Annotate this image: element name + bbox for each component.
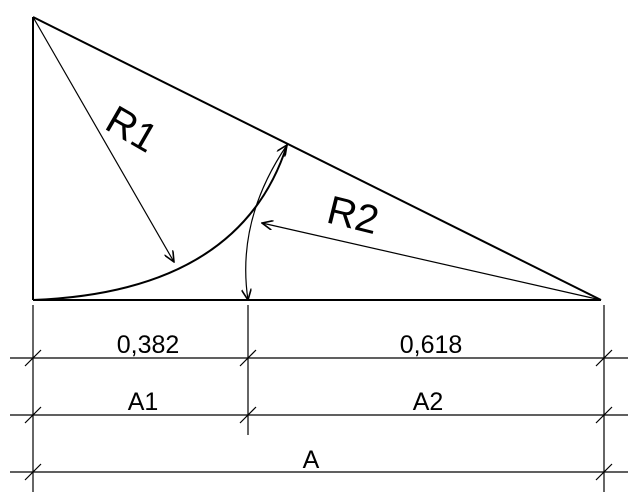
segment-a1-label: A1 <box>128 388 159 416</box>
arc-r1 <box>32 144 288 301</box>
radius-r2-arrow <box>262 223 602 301</box>
ratio-a2-label: 0,618 <box>400 331 463 359</box>
triangle-hypotenuse <box>32 16 602 301</box>
tick <box>24 349 42 367</box>
tick <box>239 349 257 367</box>
tick <box>239 406 257 424</box>
radius-r1-arrow <box>32 16 174 262</box>
segment-a2-label: A2 <box>413 388 444 416</box>
ratio-a1-label: 0,382 <box>117 331 180 359</box>
total-a-label: A <box>303 446 320 474</box>
label-r1: R1 <box>99 98 165 162</box>
tick <box>24 463 42 481</box>
tick <box>24 406 42 424</box>
tick <box>595 349 613 367</box>
arc-r2 <box>246 145 287 300</box>
tick <box>595 406 613 424</box>
tick <box>595 463 613 481</box>
label-r2: R2 <box>323 188 383 243</box>
